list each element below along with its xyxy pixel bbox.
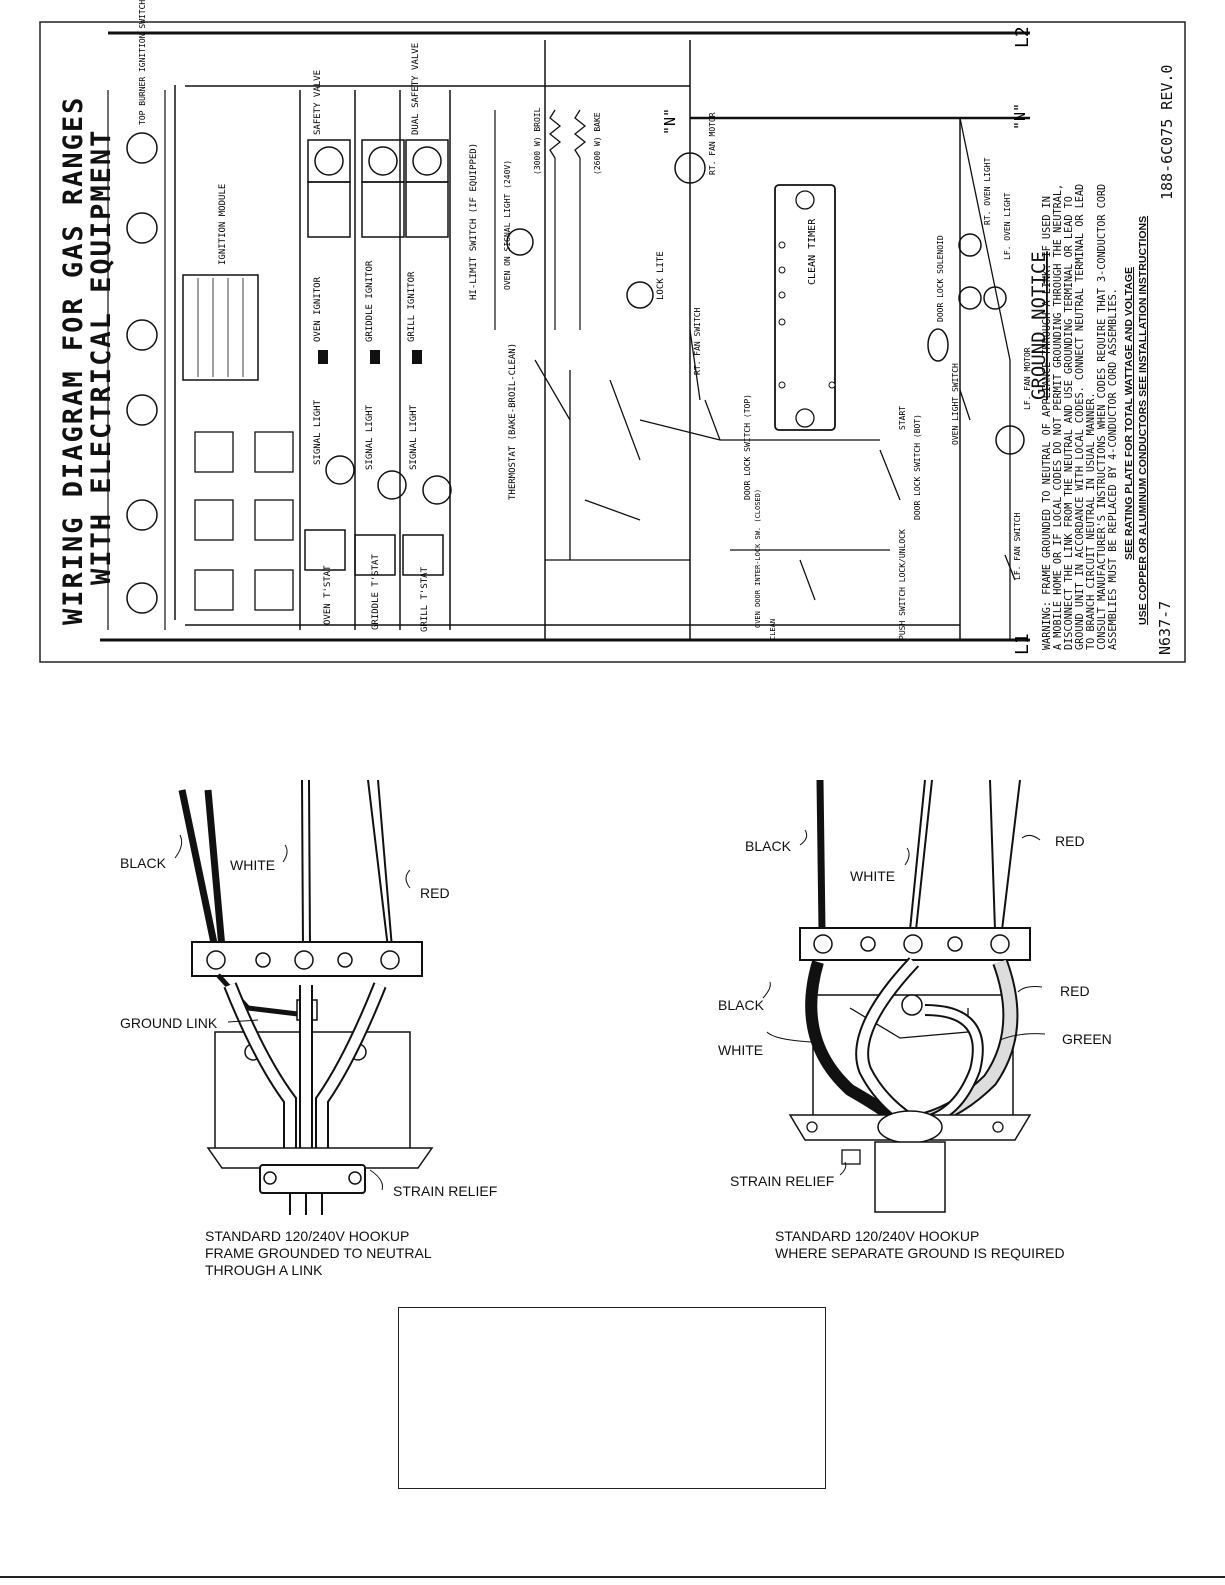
label-door-lock-top: DOOR LOCK SWITCH (TOP) [743, 394, 752, 500]
label-signal-light-3: SIGNAL LIGHT [409, 404, 419, 470]
right-caption-line-2: WHERE SEPARATE GROUND IS REQUIRED [775, 1245, 1065, 1261]
left-label-white: WHITE [230, 857, 276, 873]
label-neutral-2: "N" [1011, 103, 1029, 130]
right-label-white-top: WHITE [850, 868, 896, 884]
diagram-frame [39, 21, 1186, 663]
label-lf-oven-light: LF. OVEN LIGHT [1003, 192, 1012, 260]
label-top-burner-switches: TOP BURNER IGNITION SWITCHES [138, 0, 147, 125]
wiring-diagram: WIRING DIAGRAM FOR GAS RANGES WITH ELECT… [39, 0, 1186, 663]
ground-notice-title: GROUND NOTICE [1028, 251, 1050, 400]
label-ignition-module: IGNITION MODULE [218, 184, 228, 265]
lf-oven-light-2 [958, 286, 982, 310]
label-l2: L2 [1012, 26, 1033, 48]
label-oven-light-switch: OVEN LIGHT SWITCH [951, 363, 960, 445]
ignitors [318, 350, 422, 364]
label-oven-ignitor: OVEN IGNITOR [313, 276, 323, 342]
label-oven-door-interlock: OVEN DOOR INTER-LOCK SW. (CLOSED) [754, 489, 762, 628]
warning-line-3: DISCONNECT THE LINK FROM THE NEUTRAL AND… [1064, 196, 1075, 650]
right-label-black: BLACK [718, 997, 764, 1013]
rating-note: SEE RATING PLATE FOR TOTAL WATTAGE AND V… [1123, 267, 1135, 560]
left-caption-line-3: THROUGH A LINK [205, 1262, 323, 1278]
warning-line-4: GROUND UNIT IN ACCORDANCE WITH LOCAL COD… [1075, 184, 1086, 650]
diagram-title-line2: WITH ELECTRICAL EQUIPMENT [86, 129, 117, 585]
warning-line-5: TO BRANCH CIRCUIT NEUTRAL IN USUAL MANNE… [1086, 392, 1097, 650]
label-rt-oven-light: RT. OVEN LIGHT [983, 157, 992, 225]
right-strain-relief [874, 1141, 946, 1213]
ignition-module [182, 274, 259, 381]
part-number: 188-6C075 REV.0 [1158, 65, 1176, 200]
label-clean: CLEAN [769, 619, 777, 640]
label-signal-light-1: SIGNAL LIGHT [313, 399, 323, 465]
label-clean-timer: CLEAN TIMER [807, 218, 818, 285]
right-label-green: GREEN [1062, 1031, 1112, 1047]
label-oven-signal: OVEN ON SIGNAL LIGHT (240V) [503, 160, 512, 290]
rt-fan-motor [674, 152, 706, 184]
warning-line-6: CONSULT MANUFACTURER'S INSTRUCTIONS WHEN… [1097, 184, 1108, 650]
oven-signal-light [506, 228, 534, 256]
bake-element [573, 109, 587, 159]
label-lock-lite: LOCK LITE [656, 251, 666, 300]
left-strain-relief [259, 1164, 366, 1194]
label-dual-safety-valve: DUAL SAFETY VALVE [411, 43, 421, 135]
right-label-white: WHITE [718, 1042, 764, 1058]
label-bake: (2600 W) BAKE [593, 112, 602, 175]
safety-valves [299, 90, 451, 630]
left-hookup-illustration [174, 779, 434, 1215]
label-broil: (3000 W) BROIL [533, 107, 542, 175]
left-label-black: BLACK [120, 855, 166, 871]
label-lf-fan-switch: LF. FAN SWITCH [1013, 512, 1022, 580]
tstats [304, 529, 444, 576]
right-label-black-top: BLACK [745, 838, 791, 854]
label-griddle-tstat: GRIDDLE T'STAT [371, 554, 381, 630]
note-box [398, 1307, 826, 1489]
label-push-switch: PUSH SWITCH LOCK/UNLOCK [898, 529, 907, 640]
label-start: START [898, 406, 907, 430]
label-griddle-ignitor: GRIDDLE IGNITOR [365, 260, 375, 342]
bottom-rule [0, 1576, 1225, 1578]
left-caption: STANDARD 120/240V HOOKUP FRAME GROUNDED … [205, 1228, 432, 1279]
warning-line-1: WARNING: FRAME GROUNDED TO NEUTRAL OF AP… [1042, 196, 1053, 650]
left-caption-line-2: FRAME GROUNDED TO NEUTRAL [205, 1245, 432, 1261]
label-l1: L1 [1012, 633, 1033, 655]
label-door-lock-solenoid: DOOR LOCK SOLENOID [936, 235, 945, 322]
burner-switches [107, 90, 166, 630]
label-neutral-1: "N" [661, 108, 679, 135]
ignitor-blocks [194, 431, 294, 611]
right-label-red: RED [1060, 983, 1090, 999]
label-grill-tstat: GRILL T'STAT [420, 566, 430, 632]
left-label-strain-relief: STRAIN RELIEF [393, 1183, 498, 1199]
label-rt-fan-motor: RT. FAN MOTOR [708, 112, 717, 175]
right-label-strain-relief: STRAIN RELIEF [730, 1173, 835, 1189]
lock-lite [626, 281, 654, 309]
label-thermostat: THERMOSTAT (BAKE-BROIL-CLEAN) [508, 343, 518, 500]
warning-line-2: A MOBILE HOME OR IF LOCAL CODES DO NOT P… [1053, 184, 1064, 650]
conductor-note: USE COPPER OR ALUMINUM CONDUCTORS SEE IN… [1137, 216, 1149, 625]
rt-oven-light [958, 233, 982, 257]
right-hookup-illustration [762, 779, 1046, 1213]
clean-timer [774, 184, 836, 431]
left-label-ground-link: GROUND LINK [120, 1015, 218, 1031]
broil-element [548, 109, 562, 159]
label-grill-ignitor: GRILL IGNITOR [407, 271, 417, 342]
right-caption: STANDARD 120/240V HOOKUP WHERE SEPARATE … [775, 1228, 1065, 1262]
label-hi-limit: HI-LIMIT SWITCH (IF EQUIPPED) [469, 143, 479, 300]
left-caption-line-1: STANDARD 120/240V HOOKUP [205, 1228, 410, 1244]
diagram-title-line1: WIRING DIAGRAM FOR GAS RANGES [58, 96, 89, 625]
left-label-red: RED [420, 885, 450, 901]
label-oven-tstat: OVEN T'STAT [323, 565, 333, 625]
signal-lights [325, 455, 452, 505]
right-caption-line-1: STANDARD 120/240V HOOKUP [775, 1228, 980, 1244]
door-lock-solenoid [927, 328, 949, 362]
label-door-lock-bot: DOOR LOCK SWITCH (BOT) [913, 414, 922, 520]
label-signal-light-2: SIGNAL LIGHT [365, 404, 375, 470]
label-rt-fan-switch: RT. FAN SWITCH [693, 307, 702, 375]
label-safety-valve: SAFETY VALVE [313, 70, 323, 135]
right-label-red-top: RED [1055, 833, 1085, 849]
label-lf-fan-motor: LF. FAN MOTOR [1023, 347, 1032, 410]
warning-line-7: ASSEMBLIES MUST BE REPLACED BY 4-CONDUCT… [1108, 288, 1119, 650]
diagram-code: N637-7 [1156, 601, 1174, 655]
